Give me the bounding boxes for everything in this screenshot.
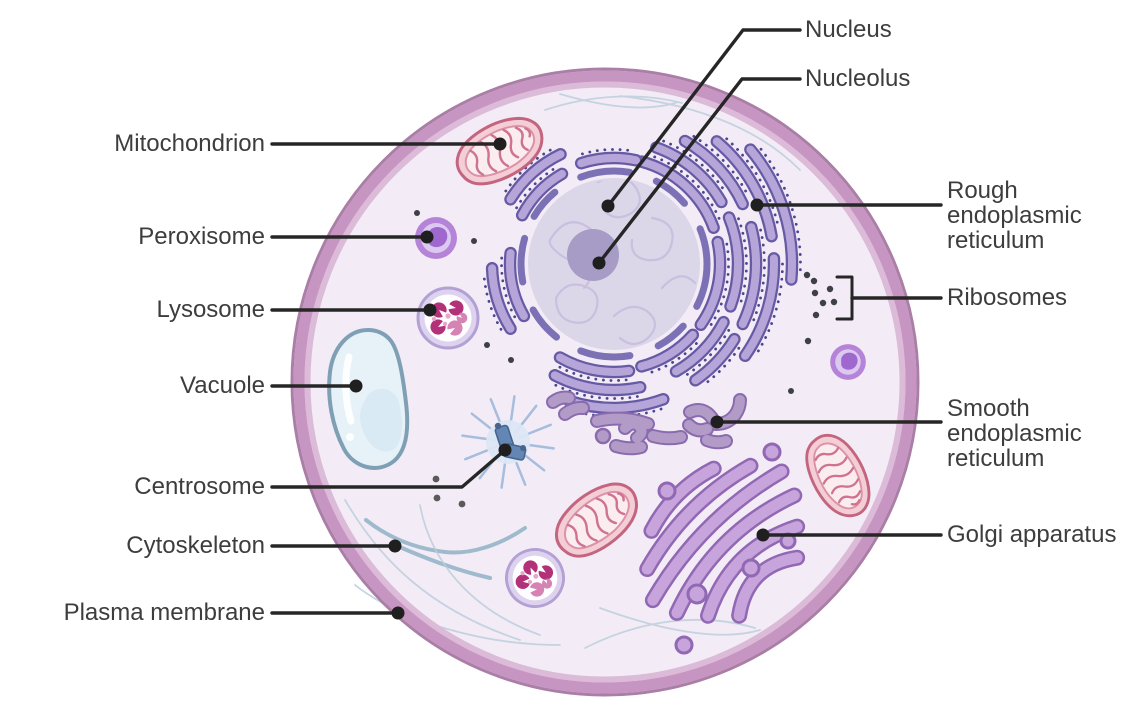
leader-nucleus [601, 28, 802, 213]
label-lysosome: Lysosome [156, 296, 266, 323]
nuclear-envelope [517, 167, 711, 361]
label-cytoskeleton: Cytoskeleton [126, 532, 265, 559]
label-ribosomes: Ribosomes [947, 284, 1068, 311]
leader-peroxisome [270, 230, 434, 244]
label-centrosome: Centrosome [134, 473, 265, 500]
leader-lysosome [270, 303, 437, 317]
centrosome [461, 395, 555, 489]
smooth-endoplasmic-reticulum [546, 390, 747, 456]
label-peroxisome: Peroxisome [138, 223, 265, 250]
lysosome-left [418, 288, 478, 348]
nucleus [517, 167, 711, 361]
label-golgi: Golgi apparatus [947, 521, 1117, 548]
leader-plasma-membrane [270, 606, 405, 620]
label-rough-er: Rough endoplasmic reticulum [947, 177, 1082, 254]
cytoskeleton-thin-fibers [344, 93, 801, 649]
label-vacuole: Vacuole [180, 372, 265, 399]
label-nucleus: Nucleus [805, 16, 892, 43]
leader-centrosome [270, 443, 512, 489]
cytoskeleton-thick-fibers [364, 518, 527, 580]
label-smooth-er: Smooth endoplasmic reticulum [947, 395, 1082, 472]
leader-vacuole [270, 379, 363, 393]
leader-ribosomes [835, 275, 943, 321]
leader-rough-er [750, 198, 943, 212]
leader-nucleolus [592, 77, 802, 270]
nucleolus [567, 229, 619, 281]
leader-golgi [756, 528, 943, 542]
centrioles [494, 422, 527, 461]
label-plasma-membrane: Plasma membrane [63, 599, 265, 626]
label-nucleolus: Nucleolus [805, 65, 911, 92]
vacuole [327, 327, 410, 470]
cytoskeleton [344, 93, 801, 649]
leader-smooth-er [710, 415, 943, 429]
plasma-membrane [290, 67, 920, 697]
label-mitochondrion: Mitochondrion [114, 130, 265, 157]
ribosome-dots [414, 210, 838, 508]
golgi-vesicles [657, 442, 797, 655]
golgi-apparatus [639, 442, 806, 655]
peroxisome-right [830, 344, 866, 380]
leader-cytoskeleton [270, 539, 402, 553]
leader-mitochondrion [270, 137, 507, 151]
